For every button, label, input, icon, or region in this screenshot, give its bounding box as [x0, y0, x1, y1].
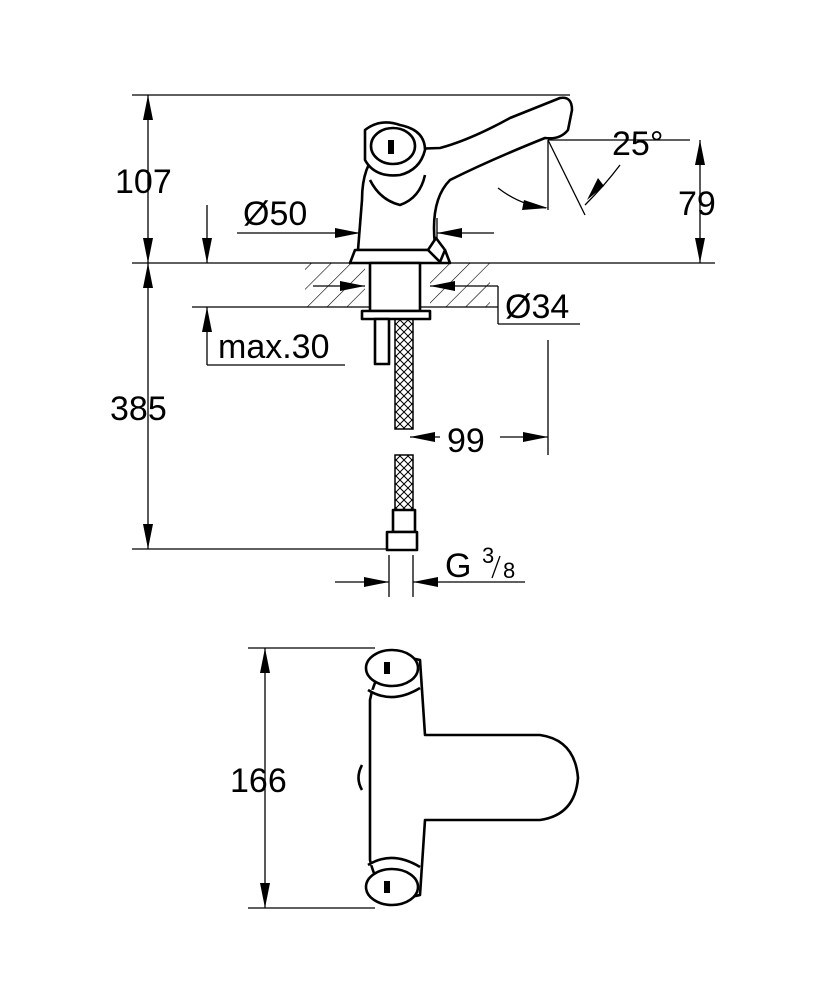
dimension-lines: [132, 94, 715, 909]
label-hose-length: 385: [110, 390, 167, 428]
label-spray-angle: 25°: [612, 125, 663, 163]
faucet-side-view: [348, 96, 574, 552]
label-body-diameter: Ø50: [243, 195, 307, 233]
label-hole-diameter: Ø34: [505, 288, 569, 326]
label-connection-numerator: 3: [482, 543, 494, 568]
label-connection-denominator: 8: [503, 558, 515, 583]
label-connection-prefix: G: [445, 547, 471, 585]
label-max-deck-thickness: max.30: [218, 328, 330, 366]
label-top-length: 166: [230, 762, 287, 800]
faucet-top-view: [357, 648, 580, 907]
label-hose-offset: 99: [447, 422, 485, 460]
label-height-total: 107: [115, 163, 172, 201]
label-spout-height: 79: [678, 185, 716, 223]
mounting-deck: [305, 263, 490, 307]
